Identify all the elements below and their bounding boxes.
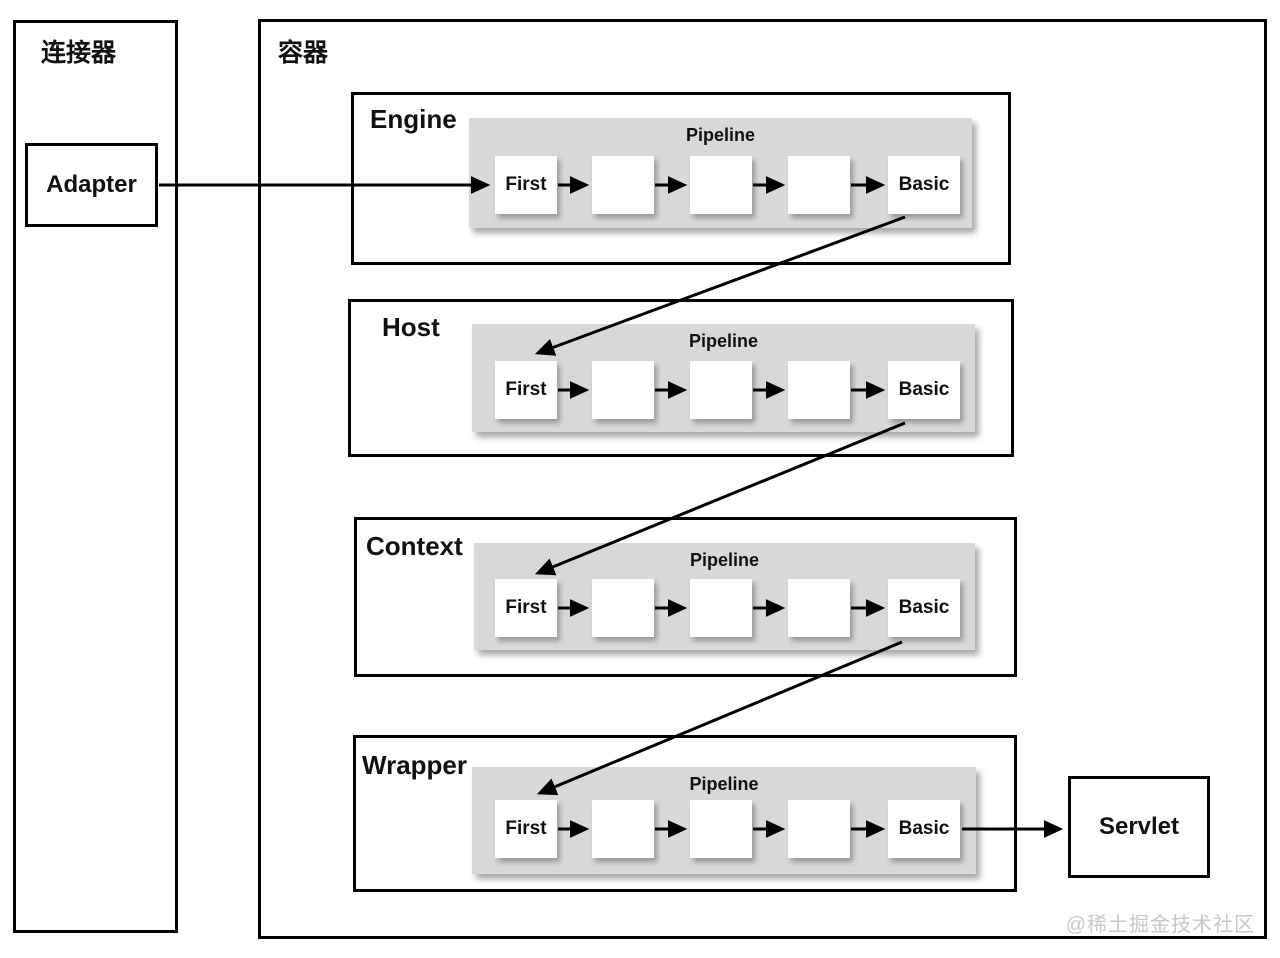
valve-empty	[592, 579, 654, 637]
host-pipeline-label: Pipeline	[688, 331, 759, 351]
container-title: 容器	[278, 39, 329, 67]
valve-empty	[690, 361, 752, 419]
valve-first: First	[495, 579, 557, 637]
valve-empty	[592, 361, 654, 419]
adapter-box: Adapter	[25, 143, 158, 227]
valve-empty	[788, 156, 850, 214]
valve-empty	[690, 579, 752, 637]
servlet-box: Servlet	[1068, 776, 1210, 878]
valve-first-label: First	[505, 174, 547, 195]
valve-first: First	[495, 361, 557, 419]
host-label: Host	[382, 312, 440, 342]
valve-basic: Basic	[888, 800, 960, 858]
valve-first-label: First	[505, 379, 547, 400]
wrapper-label: Wrapper	[362, 750, 467, 780]
engine-pipeline-label: Pipeline	[685, 125, 756, 145]
connector-title: 连接器	[41, 39, 117, 67]
valve-empty	[788, 361, 850, 419]
valve-first: First	[495, 156, 557, 214]
valve-empty	[788, 800, 850, 858]
context-label: Context	[366, 531, 463, 561]
valve-empty	[690, 800, 752, 858]
valve-basic-label: Basic	[898, 174, 950, 195]
valve-empty	[788, 579, 850, 637]
adapter-label: Adapter	[46, 171, 137, 198]
valve-basic-label: Basic	[898, 379, 950, 400]
engine-label: Engine	[370, 104, 457, 134]
valve-basic: Basic	[888, 579, 960, 637]
valve-empty	[592, 800, 654, 858]
servlet-label: Servlet	[1098, 813, 1180, 840]
valve-basic-label: Basic	[898, 597, 950, 618]
valve-first-label: First	[505, 597, 547, 618]
valve-empty	[690, 156, 752, 214]
watermark: @稀土掘金技术社区	[1065, 914, 1255, 936]
valve-empty	[592, 156, 654, 214]
valve-basic: Basic	[888, 156, 960, 214]
valve-first: First	[495, 800, 557, 858]
context-pipeline-label: Pipeline	[689, 550, 760, 570]
wrapper-pipeline-label: Pipeline	[689, 774, 759, 794]
valve-basic: Basic	[888, 361, 960, 419]
valve-basic-label: Basic	[898, 818, 950, 839]
valve-first-label: First	[505, 818, 547, 839]
